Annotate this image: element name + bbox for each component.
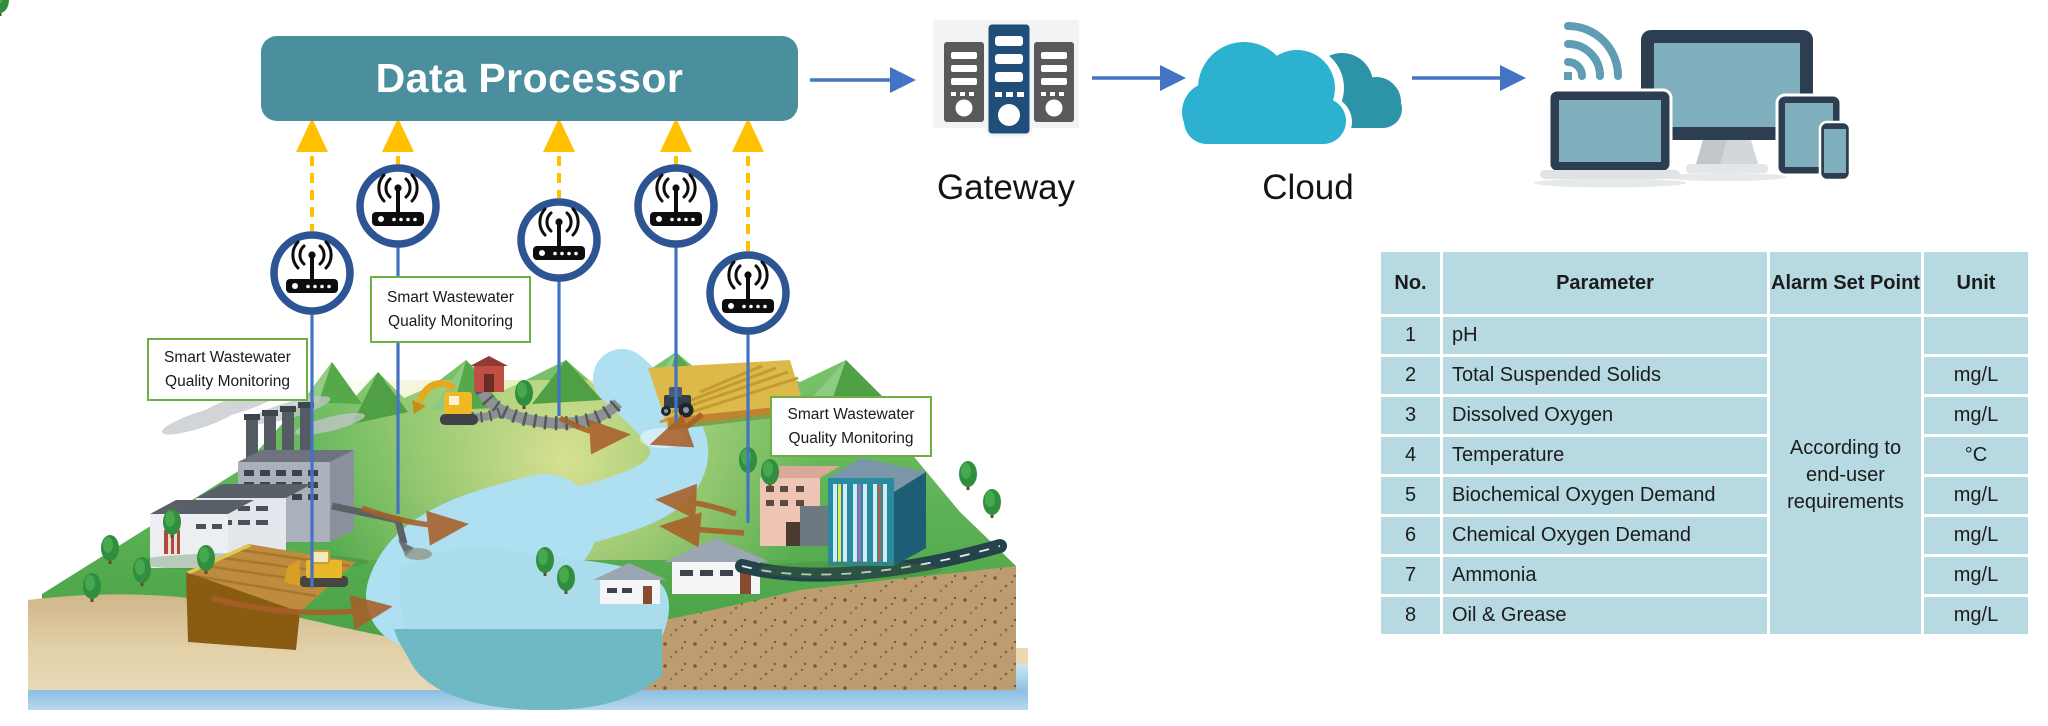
sensor-label-line1: Smart Wastewater: [387, 289, 514, 307]
laptop-icon: [1540, 88, 1680, 179]
cell-unit: mg/L: [1921, 394, 2031, 437]
col-header-parameter: Parameter: [1440, 249, 1770, 317]
houses: [593, 538, 770, 604]
table-row: 4 Temperature °C: [1378, 434, 2031, 477]
cell-unit: mg/L: [1921, 594, 2031, 637]
sensor-node-2: [360, 168, 436, 244]
sensor-label-line2: Quality Monitoring: [788, 429, 914, 447]
up-arrow-icon: [732, 118, 764, 152]
sensor-label-line1: Smart Wastewater: [787, 406, 915, 424]
up-arrow-icon: [296, 118, 328, 152]
parameters-table: No. Parameter Alarm Set Point Unit 1 pH …: [1378, 249, 2031, 637]
col-header-unit: Unit: [1921, 249, 2031, 317]
cell-parameter: Oil & Grease: [1440, 594, 1770, 637]
cell-parameter: Total Suspended Solids: [1440, 354, 1770, 397]
cell-unit: mg/L: [1921, 354, 2031, 397]
cell-parameter: Ammonia: [1440, 554, 1770, 597]
tractor: [661, 387, 694, 418]
cell-no: 7: [1378, 554, 1443, 597]
right-arrow-icon: [810, 67, 916, 93]
flow-arrows: [810, 65, 1526, 93]
cell-no: 4: [1378, 434, 1443, 477]
data-processor-box: Data Processor: [261, 36, 798, 121]
landscape-illustration: [0, 0, 1028, 710]
cell-no: 6: [1378, 514, 1443, 557]
red-shed: [470, 356, 508, 392]
cell-unit: mg/L: [1921, 554, 2031, 597]
user-devices: [1534, 22, 1852, 188]
server-rack-icon: [933, 20, 1079, 137]
col-header-no: No.: [1378, 249, 1443, 317]
sensor-label-3: Smart Wastewater Quality Monitoring: [770, 396, 932, 457]
sensor-label-line1: Smart Wastewater: [164, 349, 291, 367]
cloud-icon: [1180, 38, 1402, 148]
up-arrow-icon: [543, 118, 575, 152]
sensor-label-2: Smart Wastewater Quality Monitoring: [370, 276, 531, 343]
right-arrow-icon: [1092, 65, 1186, 91]
cell-unit: [1921, 314, 2031, 357]
cell-no: 8: [1378, 594, 1443, 637]
sensor-label-line2: Quality Monitoring: [388, 312, 513, 330]
gateway-label: Gateway: [936, 168, 1076, 207]
col-header-alarm-set-point: Alarm Set Point: [1767, 249, 1924, 317]
cell-unit: °C: [1921, 434, 2031, 477]
pollution-arrows: [211, 411, 745, 630]
cell-no: 3: [1378, 394, 1443, 437]
excavator: [412, 380, 478, 425]
cell-parameter: pH: [1440, 314, 1770, 357]
cell-parameter: Dissolved Oxygen: [1440, 394, 1770, 437]
up-arrow-icon: [382, 118, 414, 152]
table-row: 7 Ammonia mg/L: [1378, 554, 2031, 597]
cell-parameter: Chemical Oxygen Demand: [1440, 514, 1770, 557]
dirt-field: [600, 566, 1016, 690]
cell-unit: mg/L: [1921, 474, 2031, 517]
sensor-label-1: Smart Wastewater Quality Monitoring: [147, 338, 308, 401]
sensor-node-5: [710, 255, 786, 331]
monitor-icon: [1641, 30, 1813, 173]
right-arrow-icon: [1412, 65, 1526, 91]
wifi-icon: [1564, 22, 1622, 80]
table-header-row: No. Parameter Alarm Set Point Unit: [1378, 249, 2031, 317]
table-row: 8 Oil & Grease mg/L: [1378, 594, 2031, 637]
smartphone-icon: [1818, 120, 1852, 182]
cell-parameter: Biochemical Oxygen Demand: [1440, 474, 1770, 517]
cell-no: 1: [1378, 314, 1443, 357]
table-row: 2 Total Suspended Solids mg/L: [1378, 354, 2031, 397]
table-row: 3 Dissolved Oxygen mg/L: [1378, 394, 2031, 437]
table-row: 1 pH According to end-user requirements: [1378, 314, 2031, 637]
cell-no: 5: [1378, 474, 1443, 517]
cell-unit: mg/L: [1921, 514, 2031, 557]
sensor-node-1: [274, 235, 350, 311]
sensor-node-4: [638, 168, 714, 244]
cell-alarm-set-point: According to end-user requirements: [1767, 314, 1924, 637]
city-buildings: [758, 458, 942, 579]
cloud-label: Cloud: [1262, 168, 1354, 207]
up-arrow-icon: [660, 118, 692, 152]
cell-no: 2: [1378, 354, 1443, 397]
table-row: 6 Chemical Oxygen Demand mg/L: [1378, 514, 2031, 557]
table-row: 5 Biochemical Oxygen Demand mg/L: [1378, 474, 2031, 517]
sensor-node-3: [521, 202, 597, 278]
uplink-arrows: [296, 118, 764, 251]
cell-parameter: Temperature: [1440, 434, 1770, 477]
data-processor-label: Data Processor: [375, 55, 684, 101]
sensor-label-line2: Quality Monitoring: [165, 372, 290, 390]
